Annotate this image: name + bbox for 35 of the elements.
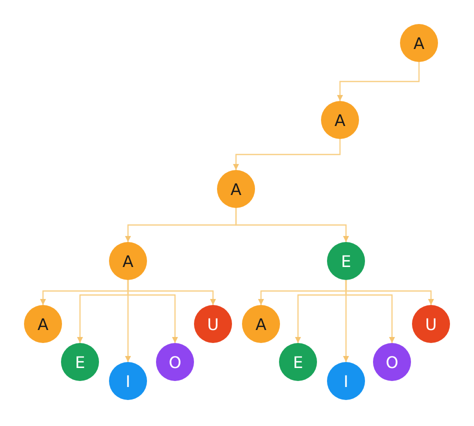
arrow (127, 280, 216, 305)
circle-node (242, 305, 280, 343)
circle-node (412, 305, 450, 343)
circle-node (321, 101, 359, 139)
node-letter: O (386, 352, 398, 372)
circle-node (217, 170, 255, 208)
node-letter: E (74, 352, 86, 372)
node-letter: A (334, 110, 346, 130)
node-letter: I (126, 372, 130, 390)
circle-node (373, 343, 411, 381)
circle-node (279, 343, 317, 381)
node-letter: A (230, 180, 242, 198)
node-letter: A (256, 314, 266, 334)
node-letter: A (38, 314, 48, 334)
node-letter: E (340, 252, 352, 270)
node-letter: A (414, 34, 424, 52)
circle-node (24, 305, 62, 343)
circle-node (109, 362, 147, 400)
arrow (233, 139, 341, 170)
circle-node (156, 343, 194, 381)
circle-node (327, 242, 365, 280)
circle-node (327, 362, 365, 400)
arrow (345, 280, 434, 305)
circle-node (61, 343, 99, 381)
node-letter: U (425, 314, 437, 334)
arrow (235, 208, 349, 242)
node-letter: O (168, 352, 182, 372)
circle-node (109, 242, 147, 280)
node-letter: I (344, 372, 348, 390)
node-letter: U (207, 314, 219, 334)
circle-node (194, 305, 232, 343)
node-letter: A (122, 252, 134, 270)
arrow (337, 62, 420, 101)
circle-node (400, 24, 438, 62)
node-letter: E (292, 352, 304, 372)
